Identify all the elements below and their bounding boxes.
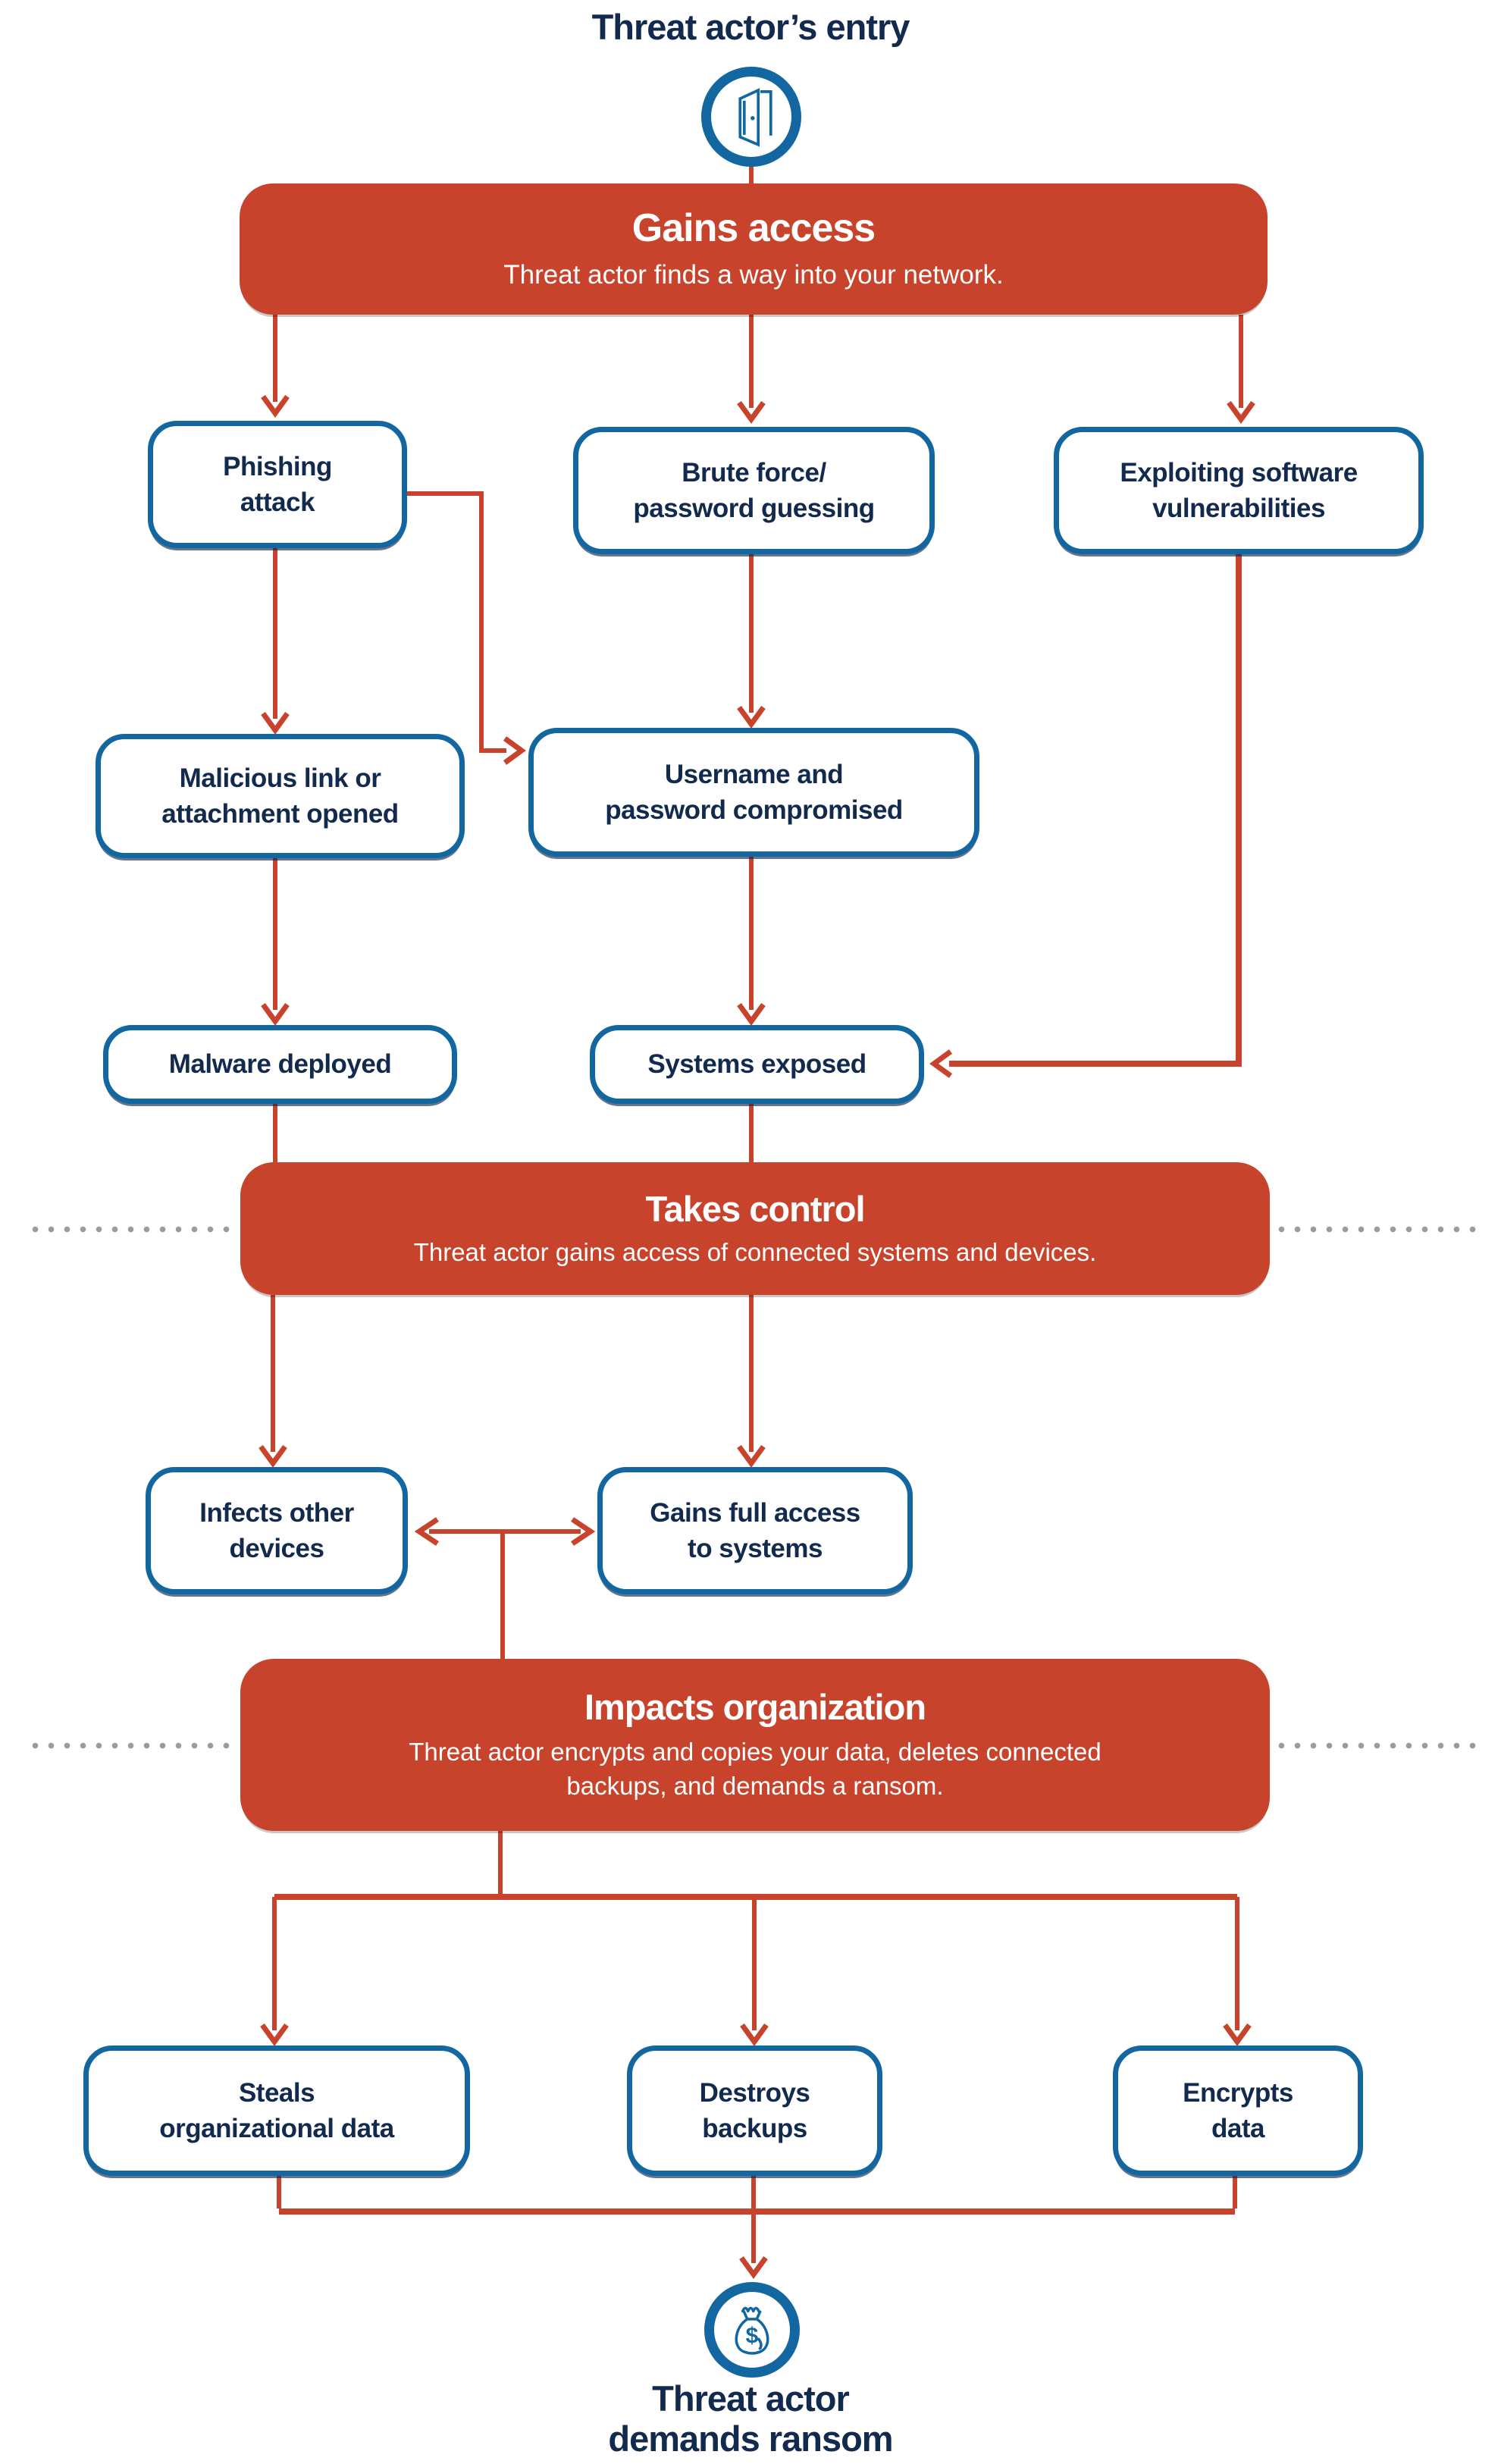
arrow-gains-col2-head — [737, 400, 766, 424]
stage-impacts-organization: Impacts organization Threat actor encryp… — [240, 1659, 1270, 1831]
arrow-to-ransom-head — [739, 2256, 768, 2279]
dotted-line-right-takes-control — [1274, 1226, 1483, 1233]
ransom-circle: $ — [704, 2282, 800, 2378]
arrow-malicious-down-head — [261, 1002, 290, 1026]
line-phishing-to-username — [407, 491, 506, 753]
node-systems-exposed: Systems exposed — [590, 1025, 924, 1104]
arrow-infects-head-left — [414, 1517, 439, 1546]
node-brute-force: Brute force/ password guessing — [573, 427, 935, 554]
stage-subtitle: Threat actor finds a way into your netwo… — [503, 259, 1004, 290]
arrow-fan-col1-head — [260, 2023, 289, 2046]
stage-title: Impacts organization — [584, 1687, 926, 1728]
arrow-gains-col3-head — [1227, 400, 1255, 424]
arrow-phishing-down-head — [261, 711, 290, 735]
stage-takes-control: Takes control Threat actor gains access … — [240, 1162, 1270, 1295]
arrow-gainsfull-head-right — [571, 1517, 596, 1546]
page-title: Threat actor’s entry — [591, 7, 910, 47]
dotted-line-right-impacts — [1274, 1742, 1483, 1749]
money-bag-icon: $ — [735, 2306, 769, 2355]
stage-subtitle: Threat actor gains access of connected s… — [413, 1237, 1097, 1266]
node-steals-data: Steals organizational data — [83, 2045, 470, 2176]
arrow-brute-down-head — [737, 705, 766, 729]
stage-title: Gains access — [631, 205, 876, 250]
arrow-fan-col2-head — [740, 2023, 769, 2046]
node-credentials-compromised: Username and password compromised — [528, 728, 979, 857]
node-exploiting-software: Exploiting software vulnerabilities — [1054, 427, 1424, 554]
dotted-line-left-takes-control — [27, 1226, 237, 1233]
line-exploiting-to-systems — [949, 554, 1242, 1067]
arrow-phishing-to-username-head — [503, 736, 526, 765]
arrow-takes-col2-head — [737, 1444, 766, 1468]
node-malicious-link-opened: Malicious link or attachment opened — [96, 734, 465, 858]
ransom-label: Threat actor demands ransom — [608, 2378, 893, 2459]
node-phishing-attack: Phishing attack — [148, 421, 407, 548]
node-infects-other-devices: Infects other devices — [146, 1467, 408, 1594]
arrow-takes-col1-head — [259, 1444, 287, 1468]
entry-circle — [701, 67, 801, 167]
dotted-line-left-impacts — [27, 1742, 237, 1749]
stage-title: Takes control — [645, 1188, 865, 1229]
arrow-fan-col3-head — [1223, 2023, 1252, 2046]
stage-gains-access: Gains access Threat actor finds a way in… — [240, 183, 1268, 315]
node-malware-deployed: Malware deployed — [103, 1025, 457, 1104]
stage-subtitle: Threat actor encrypts and copies your da… — [409, 1738, 1101, 1800]
node-encrypts-data: Encrypts data — [1113, 2045, 1363, 2176]
node-destroys-backups: Destroys backups — [627, 2045, 882, 2176]
node-gains-full-access: Gains full access to systems — [597, 1467, 913, 1594]
door-icon — [738, 88, 772, 147]
arrow-gains-col1-head — [261, 394, 290, 418]
arrow-exploiting-to-systems-head — [929, 1049, 953, 1078]
arrow-username-down-head — [737, 1002, 766, 1026]
dollar-glyph: $ — [746, 2324, 759, 2349]
